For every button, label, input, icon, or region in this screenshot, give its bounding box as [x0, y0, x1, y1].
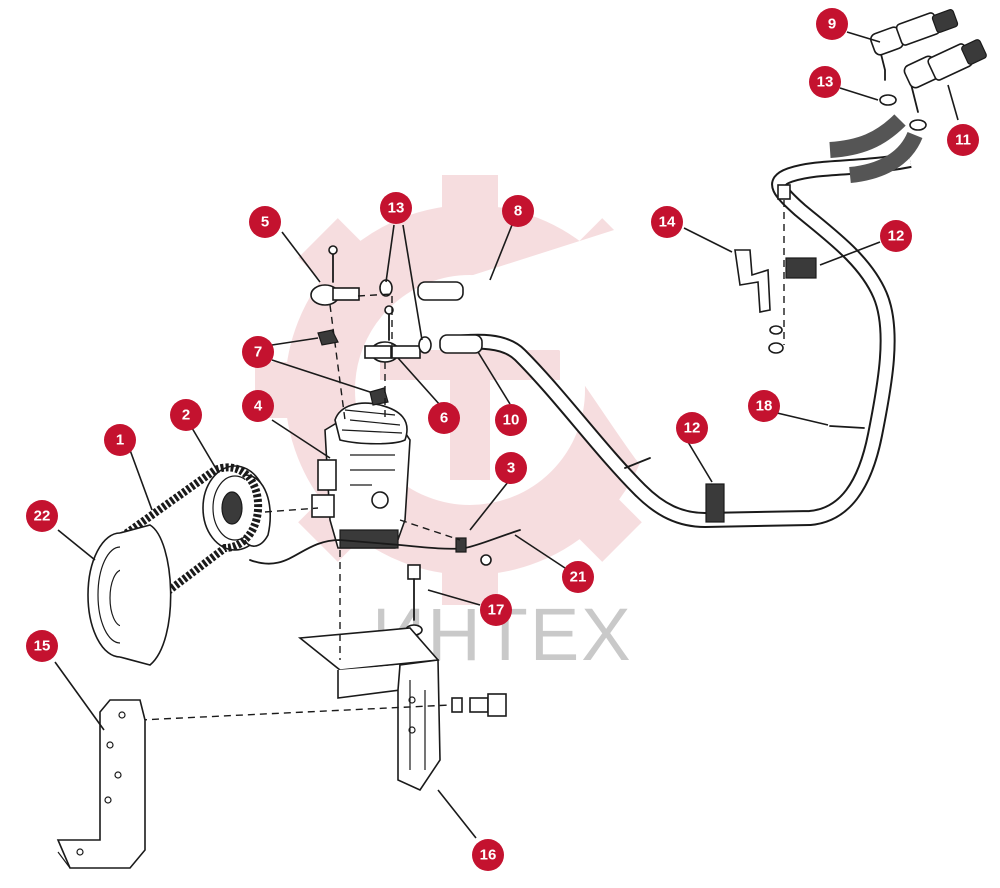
- callout-9: 9: [816, 8, 848, 40]
- svg-text:3: 3: [507, 460, 515, 477]
- clutch-pulley: [202, 465, 272, 551]
- svg-text:6: 6: [440, 410, 448, 427]
- callout-11: 11: [947, 124, 979, 156]
- clamp-18: [829, 425, 865, 429]
- callout-10: 10: [495, 404, 527, 436]
- callout-16: 16: [472, 839, 504, 871]
- bolt-horizontal: [139, 693, 507, 721]
- hose-clamp-18-lower: [624, 457, 651, 469]
- callout-15: 15: [26, 630, 58, 662]
- hose-end-9: [829, 114, 906, 158]
- svg-text:22: 22: [34, 508, 51, 525]
- svg-text:11: 11: [955, 132, 971, 149]
- svg-text:12: 12: [888, 228, 905, 245]
- callout-4: 4: [242, 390, 274, 422]
- callout-12-upper: 12: [880, 220, 912, 252]
- gaskets-7: [317, 329, 389, 406]
- svg-text:10: 10: [503, 412, 520, 429]
- svg-text:15: 15: [34, 638, 51, 655]
- svg-text:16: 16: [480, 847, 497, 864]
- fitting-9: [870, 9, 959, 81]
- callout-5: 5: [249, 206, 281, 238]
- drive-belt: [107, 463, 263, 624]
- o-rings-13: [379, 279, 432, 354]
- callout-21: 21: [562, 561, 594, 593]
- hose-end-11: [849, 131, 923, 183]
- fitting-5: [310, 245, 360, 421]
- fitting-6: [364, 305, 421, 363]
- svg-text:18: 18: [756, 398, 773, 415]
- svg-text:17: 17: [488, 602, 505, 619]
- leader-lines: [54, 31, 959, 839]
- svg-text:21: 21: [570, 569, 587, 586]
- callout-2: 2: [170, 399, 202, 431]
- mounting-bracket-16: [297, 550, 441, 792]
- bolt-head: [777, 184, 791, 200]
- callout-7: 7: [242, 336, 274, 368]
- callout-13-top: 13: [809, 66, 841, 98]
- svg-text:4: 4: [254, 398, 263, 415]
- bracket-15: [56, 699, 146, 869]
- svg-text:13: 13: [817, 74, 834, 91]
- callout-14: 14: [651, 206, 683, 238]
- svg-text:12: 12: [684, 420, 701, 437]
- svg-text:8: 8: [514, 203, 522, 220]
- drive-pulley: [87, 524, 172, 666]
- assembly-line-pulley: [264, 507, 319, 513]
- fitting-11: [903, 39, 987, 113]
- callout-6: 6: [428, 402, 460, 434]
- svg-text:14: 14: [659, 214, 676, 231]
- callout-1: 1: [104, 424, 136, 456]
- callout-3: 3: [495, 452, 527, 484]
- clamp-12-lower: [705, 483, 725, 523]
- o-rings-13-top: [879, 94, 927, 131]
- callout-17: 17: [480, 594, 512, 626]
- bracket-14: [734, 184, 791, 354]
- hose-10-end: [439, 334, 483, 354]
- svg-text:2: 2: [182, 407, 190, 424]
- callout-12-lower: 12: [676, 412, 708, 444]
- svg-text:5: 5: [261, 214, 269, 231]
- svg-text:1: 1: [116, 432, 124, 449]
- callout-18: 18: [748, 390, 780, 422]
- compressor: [311, 402, 411, 549]
- hose-8-end: [417, 281, 464, 301]
- callout-22: 22: [26, 500, 58, 532]
- svg-text:13: 13: [388, 200, 405, 217]
- clamp-12-upper: [785, 257, 817, 279]
- wire-harness: [249, 519, 521, 566]
- svg-text:7: 7: [254, 344, 262, 361]
- callout-13-compressor: 13: [380, 192, 412, 224]
- callout-8: 8: [502, 195, 534, 227]
- svg-text:9: 9: [828, 16, 836, 33]
